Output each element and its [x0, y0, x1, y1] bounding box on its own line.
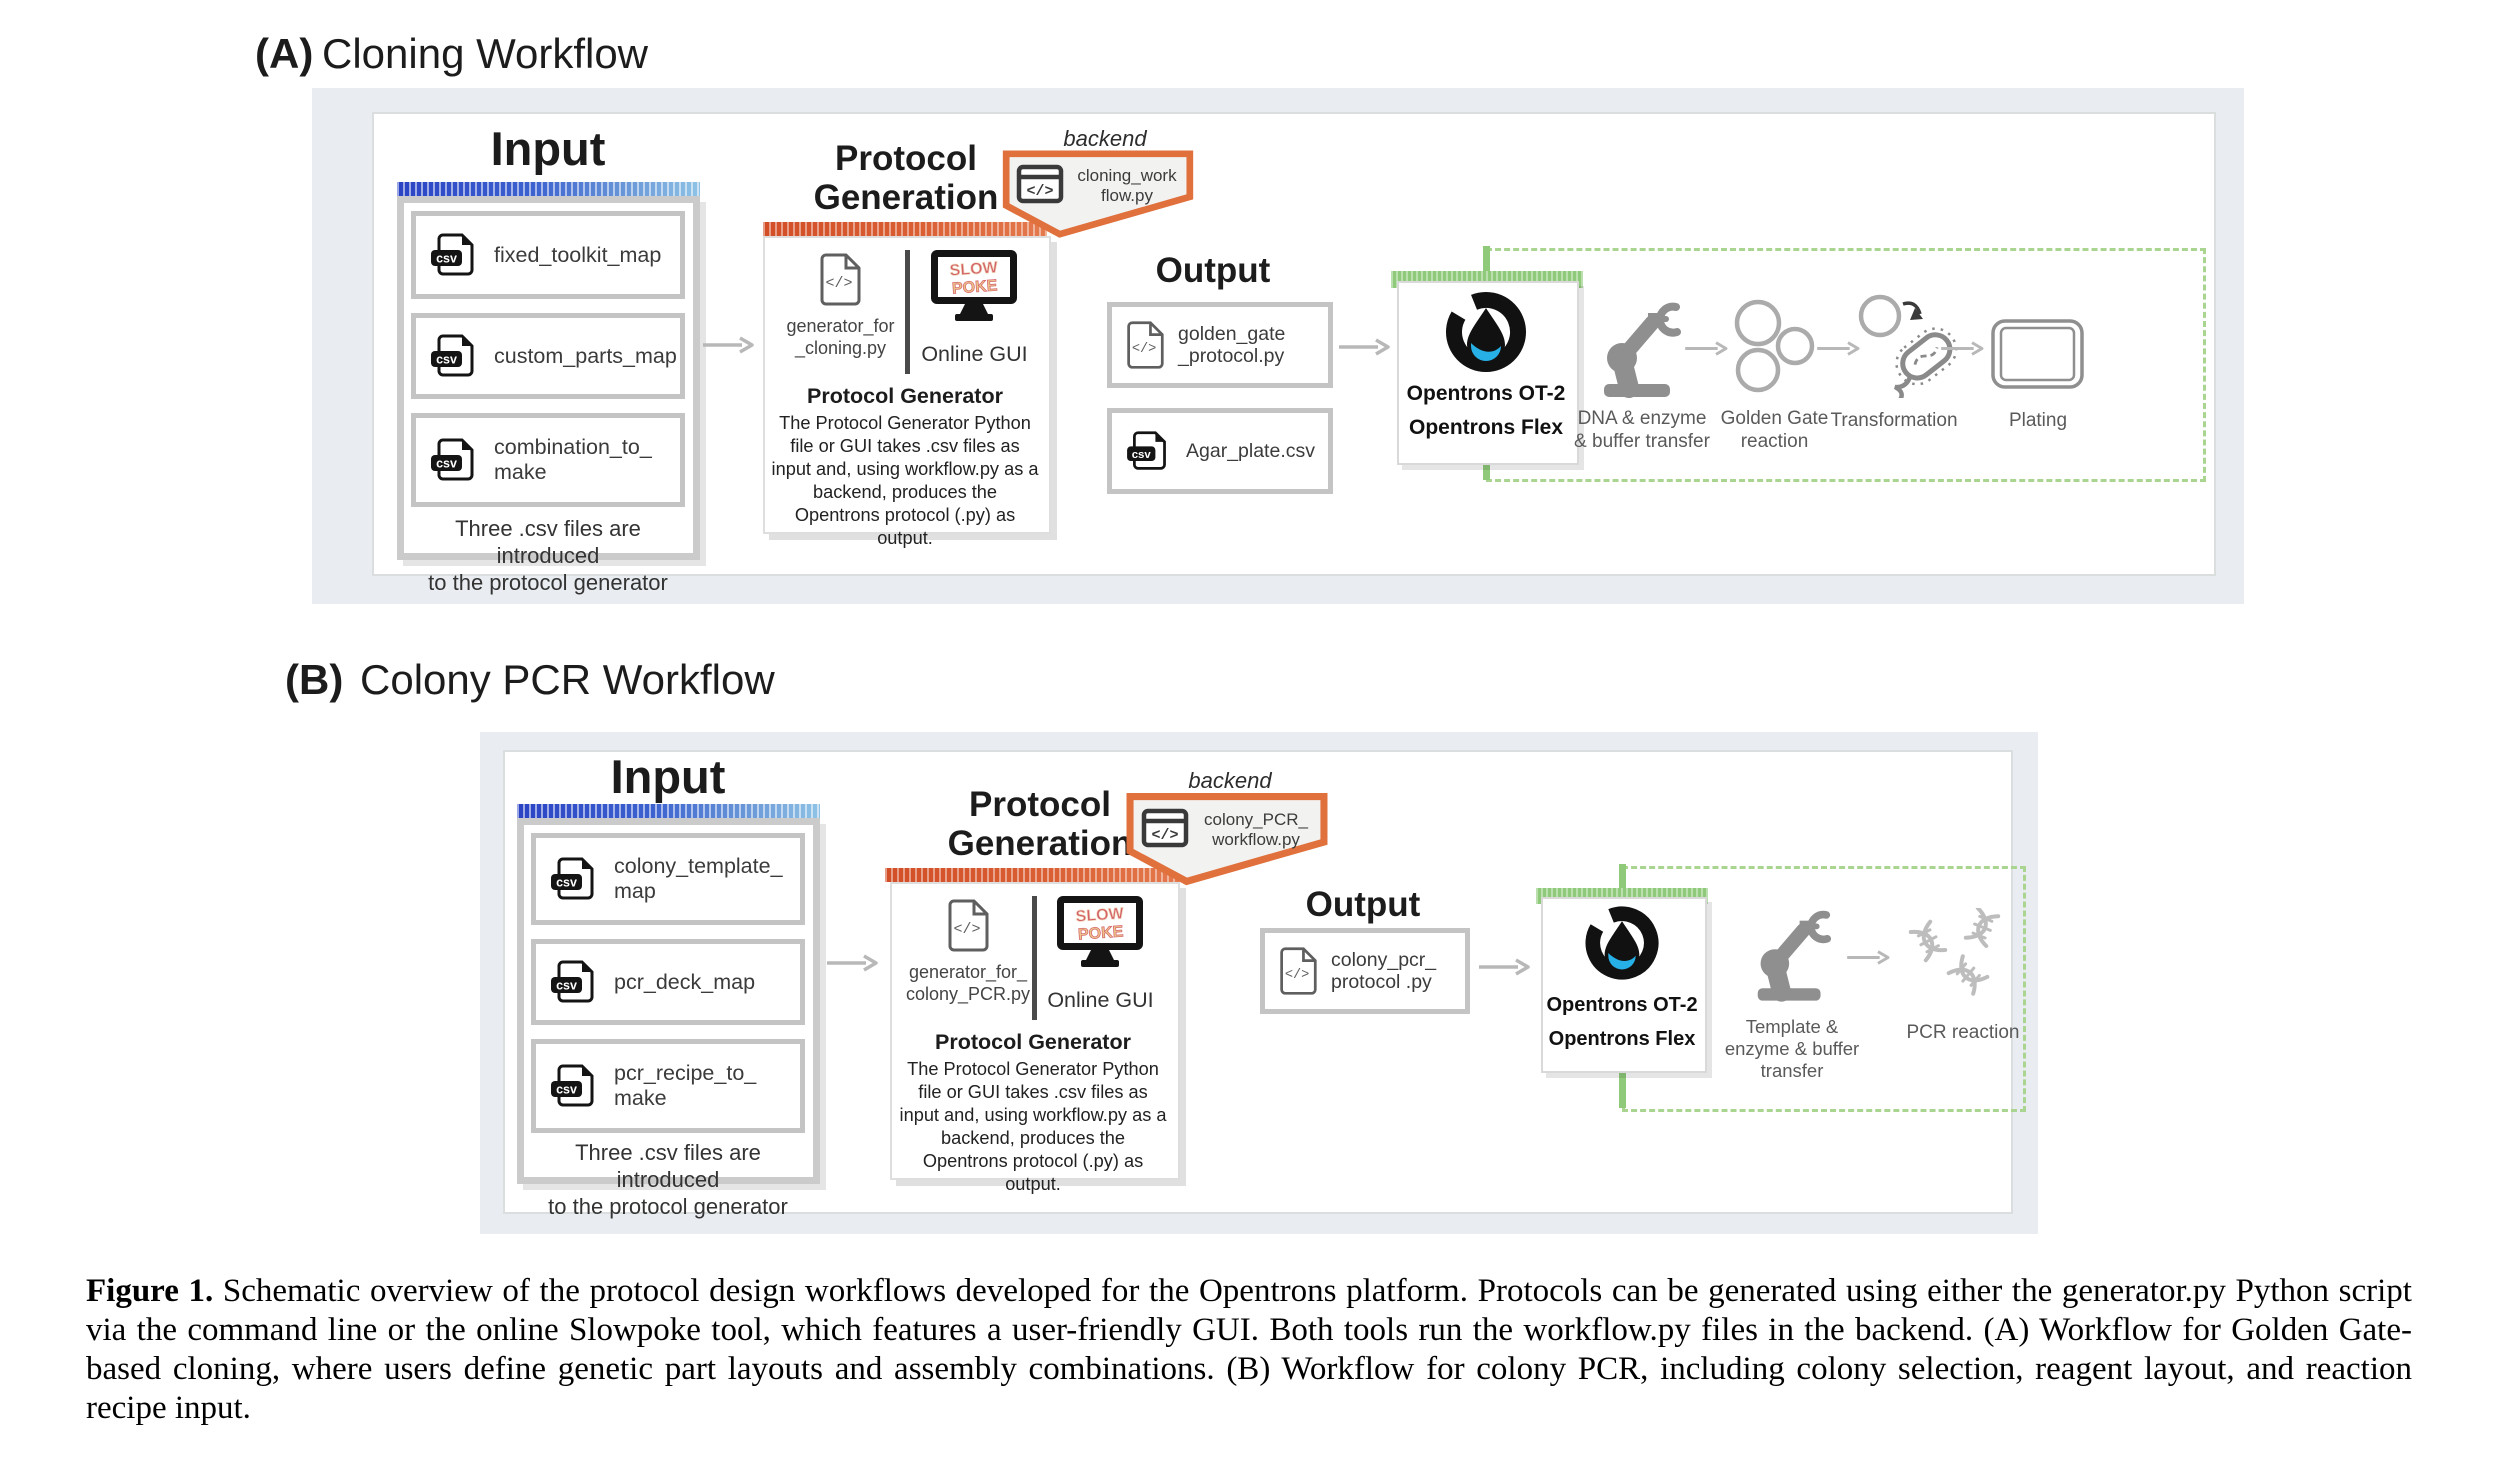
step-label-b2: PCR reaction [1906, 1022, 2020, 1043]
protocol-generator-title-b: Protocol Generator [935, 1030, 1131, 1054]
protocol-generation-heading-b: Protocol Generation [947, 785, 1133, 863]
file-label: combination_to_ make [494, 435, 652, 484]
green-connector [1619, 1068, 1626, 1108]
opentrons-name-2: Opentrons Flex [1548, 1028, 1696, 1050]
protocol-generator-title-a: Protocol Generator [807, 384, 1003, 408]
protocol-generation-heading-a: Protocol Generation [813, 139, 999, 217]
input-bar-b [517, 804, 820, 818]
generator-file-label-b: generator_for_ colony_PCR.py [905, 962, 1031, 1004]
csv-file-icon [429, 333, 481, 379]
slowpoke-monitor-icon [1054, 894, 1146, 970]
input-heading-a: Input [490, 122, 606, 175]
arrow-right-icon [826, 954, 878, 972]
slowpoke-monitor-icon [928, 248, 1020, 324]
step-label-a3: Transformation [1830, 410, 1958, 431]
csv-file-icon [549, 959, 601, 1005]
step-label-a1: DNA & enzyme & buffer transfer [1574, 408, 1710, 452]
opentrons-name-2: Opentrons Flex [1408, 416, 1564, 439]
file-box-b2: pcr_deck_map [531, 939, 805, 1025]
code-window-icon [1141, 808, 1189, 848]
backend-file-b: colony_PCR_ workflow.py [1204, 810, 1308, 850]
file-box-a1: fixed_toolkit_map [411, 211, 685, 299]
file-box-a3: combination_to_ make [411, 413, 685, 507]
input-note-b: Three .csv files are introduced to the p… [548, 1140, 788, 1219]
code-window-icon [1016, 164, 1064, 204]
protocol-generator-desc-b: The Protocol Generator Python file or GU… [899, 1059, 1167, 1194]
panel-a-label: (A) [255, 30, 314, 77]
figure-caption: Figure 1. Schematic overview of the prot… [86, 1272, 2412, 1428]
opentrons-logo-icon [1580, 901, 1664, 985]
csv-file-icon [549, 856, 601, 902]
green-connector [1619, 864, 1626, 892]
arrow-right-icon [1846, 950, 1890, 965]
backend-file-a: cloning_work flow.py [1077, 166, 1177, 206]
input-bar-a [397, 182, 700, 196]
divider [905, 250, 910, 374]
panel-b-title: Colony PCR Workflow [360, 656, 775, 703]
plasmid-circles-icon [1730, 298, 1820, 394]
arrow-right-icon [1338, 338, 1390, 356]
caption-text: Schematic overview of the protocol desig… [86, 1273, 2412, 1426]
output-file-label: colony_pcr_ protocol .py [1331, 948, 1437, 993]
backend-label-b: backend [1188, 768, 1272, 793]
dna-icon [1908, 908, 2012, 1004]
panel-a-title: Cloning Workflow [322, 30, 649, 77]
output-file-label: Agar_plate.csv [1186, 439, 1315, 462]
backend-label-a: backend [1063, 126, 1147, 151]
file-box-a2: custom_parts_map [411, 313, 685, 399]
file-box-b1: colony_template_ map [531, 833, 805, 925]
online-gui-label-b: Online GUI [1047, 988, 1154, 1012]
code-file-icon [1278, 946, 1318, 997]
opentrons-name-1: Opentrons OT-2 [1546, 994, 1698, 1016]
divider [1032, 896, 1037, 1020]
arrow-right-icon [1940, 341, 1984, 356]
input-heading-b: Input [610, 750, 726, 803]
protocol-generator-desc-a: The Protocol Generator Python file or GU… [771, 413, 1039, 548]
green-connector [1483, 246, 1490, 274]
green-connector [1483, 458, 1490, 480]
step-label-a2: Golden Gate reaction [1720, 408, 1829, 452]
robot-arm-icon [1598, 298, 1682, 398]
code-file-icon [1125, 320, 1165, 371]
protocol-bar-b [885, 868, 1181, 882]
output-box-a1: golden_gate _protocol.py [1107, 302, 1333, 388]
file-label: pcr_recipe_to_ make [614, 1061, 757, 1110]
output-heading-a: Output [1155, 251, 1271, 290]
code-file-icon [946, 898, 990, 954]
arrow-right-icon [702, 336, 754, 354]
panel-b-label: (B) [285, 656, 344, 703]
arrow-right-icon [1478, 958, 1530, 976]
file-label: colony_template_ map [614, 854, 783, 903]
file-label: pcr_deck_map [614, 969, 756, 994]
csv-file-icon [549, 1063, 601, 1109]
step-label-b1: Template & enzyme & buffer transfer [1724, 1016, 1860, 1082]
generator-file-label-a: generator_for _cloning.py [786, 316, 895, 358]
protocol-bar-a [763, 222, 1047, 236]
code-file-icon [818, 252, 862, 308]
output-file-label: golden_gate _protocol.py [1178, 322, 1286, 367]
csv-file-icon [429, 437, 481, 483]
csv-file-icon [1125, 430, 1173, 472]
csv-file-icon [429, 232, 481, 278]
opentrons-name-1: Opentrons OT-2 [1406, 382, 1566, 405]
output-box-b1: colony_pcr_ protocol .py [1260, 928, 1470, 1014]
arrow-right-icon [1684, 341, 1728, 356]
step-label-a4: Plating [2008, 410, 2068, 431]
file-label: fixed_toolkit_map [494, 242, 662, 267]
opentrons-logo-icon [1440, 286, 1532, 378]
online-gui-label-a: Online GUI [921, 342, 1028, 366]
file-box-b3: pcr_recipe_to_ make [531, 1039, 805, 1133]
input-note-a: Three .csv files are introduced to the p… [428, 516, 668, 595]
file-label: custom_parts_map [494, 343, 677, 368]
robot-arm-icon [1752, 906, 1832, 1002]
output-heading-b: Output [1305, 885, 1421, 924]
caption-figure-label: Figure 1. [86, 1273, 214, 1309]
petri-plate-icon [1990, 318, 2085, 390]
output-box-a2: Agar_plate.csv [1107, 408, 1333, 494]
